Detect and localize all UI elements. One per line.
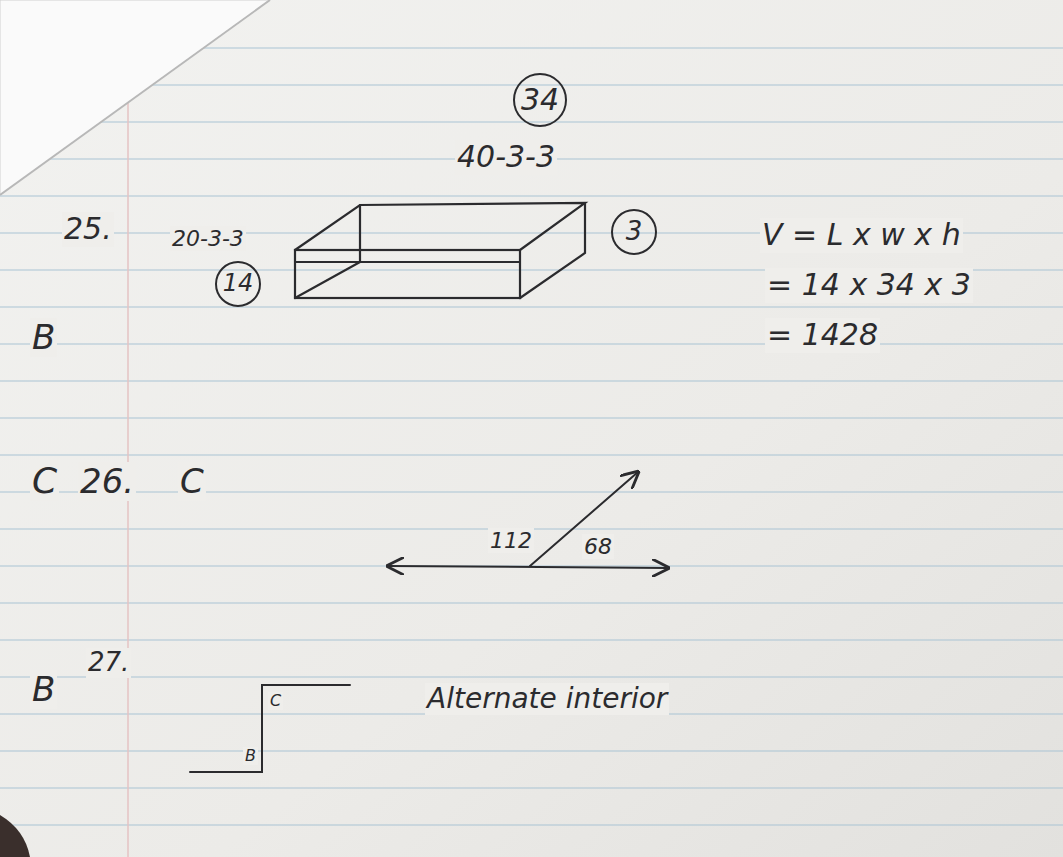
handwritten-label: B	[30, 318, 57, 357]
ruled-line	[0, 639, 1063, 640]
handwritten-label: B	[243, 747, 258, 765]
circled-value: 3	[626, 217, 643, 247]
parallel-lines-figure	[190, 685, 350, 772]
handwritten-label: V = L x w x h	[760, 218, 963, 253]
handwritten-label: C	[268, 692, 283, 710]
handwritten-label: B	[30, 670, 57, 709]
margin-line	[127, 0, 129, 857]
ruled-line	[0, 676, 1063, 677]
ruled-line	[0, 824, 1063, 825]
handwritten-label: 40-3-3	[455, 140, 557, 175]
ruled-line	[0, 454, 1063, 455]
ruled-lines	[0, 48, 1063, 825]
sheet-edge	[0, 0, 270, 195]
ruled-line	[0, 750, 1063, 751]
handwritten-label: 68	[582, 534, 614, 559]
circled-number: 34	[513, 73, 567, 127]
handwritten-label: = 14 x 34 x 3	[765, 268, 973, 303]
ruled-line	[0, 121, 1063, 122]
handwritten-label: 27.	[86, 648, 131, 678]
overlapping-sheet	[0, 0, 270, 195]
ruled-line	[0, 417, 1063, 418]
ruled-line	[0, 602, 1063, 603]
handwritten-label: C	[30, 460, 59, 501]
circled-value: 14	[223, 270, 254, 298]
angle-figure	[388, 472, 668, 568]
ruled-line	[0, 343, 1063, 344]
handwritten-label: = 1428	[765, 318, 880, 353]
ruled-line	[0, 787, 1063, 788]
handwritten-label: C	[178, 462, 206, 501]
ruled-line	[0, 306, 1063, 307]
circled-value: 34	[521, 83, 559, 118]
handwritten-label: 20-3-3	[170, 226, 246, 251]
handwritten-label: Alternate interior	[425, 683, 669, 715]
handwritten-label: 25.	[62, 212, 114, 247]
ruled-line	[0, 491, 1063, 492]
handwritten-label: 26.	[78, 462, 136, 501]
circled-number: 3	[611, 209, 657, 255]
ruled-line	[0, 195, 1063, 196]
rectangular-prism	[295, 203, 585, 298]
handwritten-label: 112	[488, 528, 534, 553]
ruled-line	[0, 380, 1063, 381]
dark-corner	[0, 815, 30, 857]
